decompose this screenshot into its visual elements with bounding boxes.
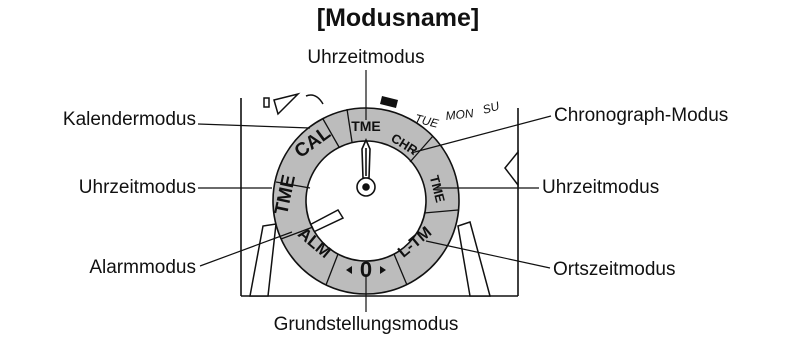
label-kalendermodus: Kalendermodus — [62, 109, 196, 130]
label-ortszeitmodus: Ortszeitmodus — [553, 259, 676, 280]
center-hand — [356, 138, 376, 197]
label-grundstellungsmodus: Grundstellungsmodus — [273, 314, 459, 335]
day-label-su: SU — [481, 99, 501, 117]
label-alarmmodus: Alarmmodus — [89, 257, 196, 278]
label-chronograph-modus: Chronograph-Modus — [554, 105, 729, 126]
label-left-uhrzeitmodus: Uhrzeitmodus — [78, 177, 196, 198]
right-arrow-icon — [380, 266, 386, 274]
day-label-mon: MON — [445, 106, 475, 123]
ring-dividers — [275, 108, 459, 286]
zero-arrows — [346, 266, 386, 274]
top-tick-marker — [380, 96, 398, 108]
top-left-marks — [263, 94, 324, 108]
leader-lines — [197, 70, 552, 312]
diagram-title: [Modusname] — [316, 4, 480, 32]
segment-tme-right: TME — [427, 174, 448, 205]
day-labels: TUE MON SU — [413, 99, 501, 131]
label-top-uhrzeitmodus: Uhrzeitmodus — [307, 47, 425, 68]
segment-zero: 0 — [360, 257, 372, 282]
segment-tme-top: TME — [351, 118, 381, 134]
label-right-uhrzeitmodus: Uhrzeitmodus — [542, 177, 660, 198]
mode-ring — [272, 107, 460, 295]
left-arrow-icon — [346, 266, 352, 274]
